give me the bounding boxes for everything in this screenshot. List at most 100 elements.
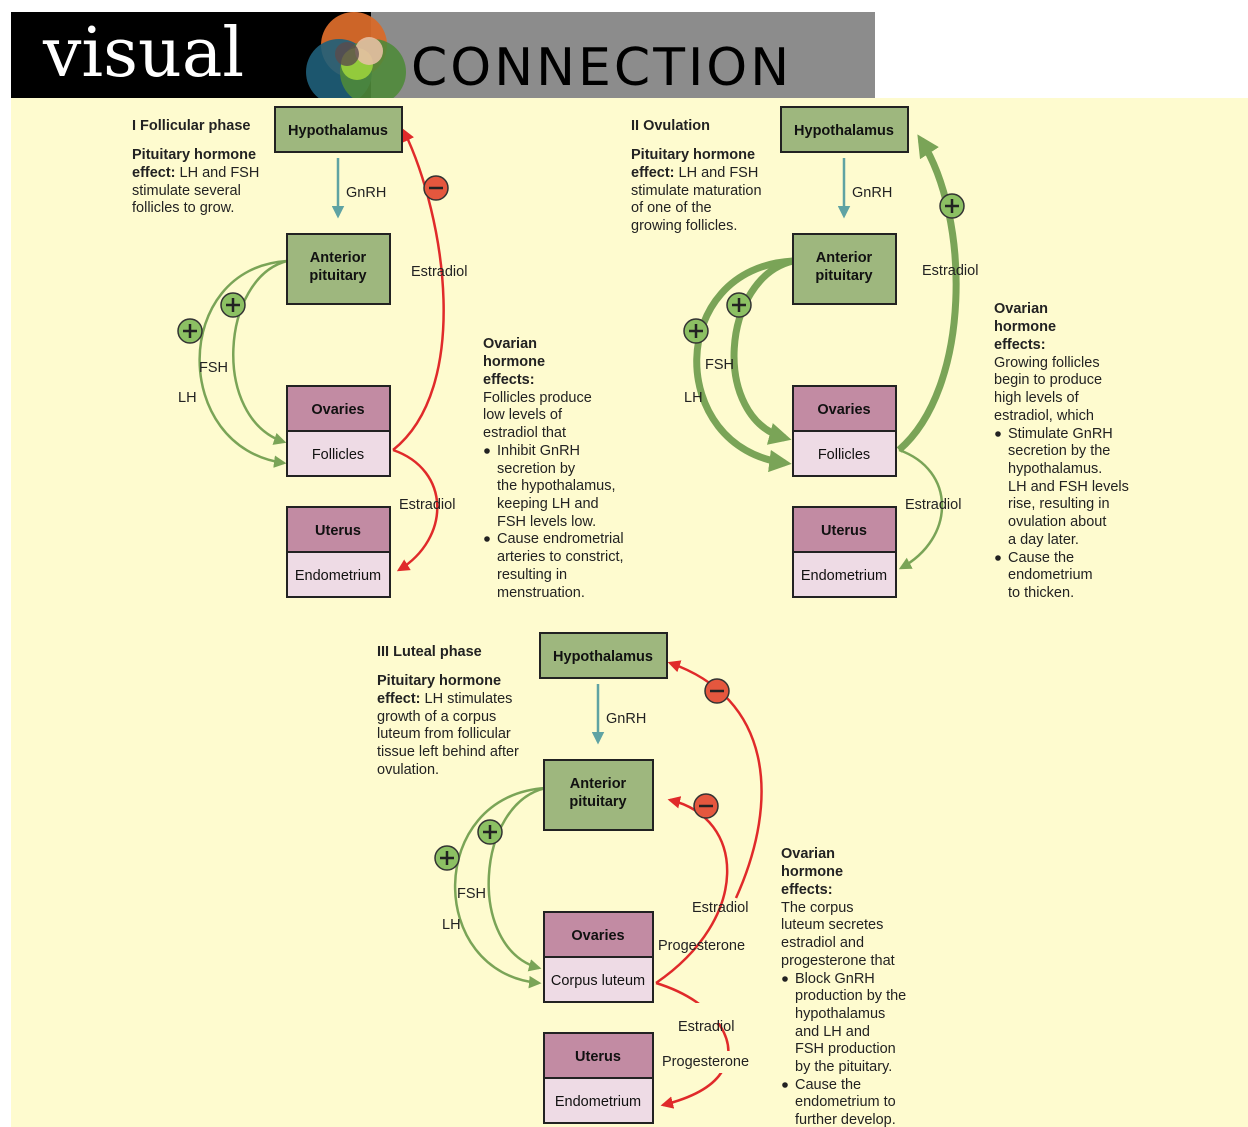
phase2-endometrium-label: Endometrium — [801, 568, 887, 584]
svg-text:Ovarian: Ovarian — [781, 846, 835, 862]
phase1-anterior-label: Anterior — [310, 250, 367, 266]
svg-text:estradiol and: estradiol and — [781, 935, 864, 951]
svg-text:Stimulate GnRH: Stimulate GnRH — [1008, 426, 1113, 442]
phase2-lh-label: LH — [684, 390, 703, 406]
svg-text:low levels of: low levels of — [483, 407, 563, 423]
phase3-progesterone-top-label: Progesterone — [658, 938, 745, 954]
phase1-pit-line2: stimulate several — [132, 183, 241, 199]
phase3-estradiol-top-label: Estradiol — [692, 900, 748, 916]
phase1-estradiol-uterus-arrow — [392, 448, 439, 572]
phase2-estradiol-feedback-arrow — [896, 134, 960, 453]
phase1-title: I Follicular phase — [132, 118, 250, 134]
phase3-uterus-arrow — [655, 981, 730, 1109]
svg-text:to thicken.: to thicken. — [1008, 585, 1074, 601]
phase3-gnrh-label: GnRH — [606, 711, 646, 727]
phase1-hypothalamus-label: Hypothalamus — [288, 123, 388, 139]
phase2-ovarian-effects: Ovarian hormone effects: Growing follicl… — [994, 301, 1129, 601]
svg-text:estradiol that: estradiol that — [483, 425, 566, 441]
phase3-anterior-label: Anterior — [570, 776, 627, 792]
phase1-lh-arrow — [198, 259, 288, 468]
phase1-endometrium-box — [286, 551, 391, 598]
phase1-uterus-label: Uterus — [315, 523, 361, 539]
svg-text:Cause the: Cause the — [795, 1077, 861, 1093]
phase3-corpus-label: Corpus luteum — [551, 973, 645, 989]
phase2-uterus-label: Uterus — [821, 523, 867, 539]
phase1-pit-line3: follicles to grow. — [132, 200, 234, 216]
svg-text:secretion by: secretion by — [497, 461, 576, 477]
svg-text:resulting in: resulting in — [497, 567, 567, 583]
phase3-feedback-hypothalamus-arrow — [667, 660, 763, 899]
phase2-ovaries-box — [792, 385, 897, 432]
svg-text:ovulation about: ovulation about — [1008, 514, 1106, 530]
menstrual-cycle-diagram: I Follicular phase Pituitary hormone eff… — [132, 106, 1129, 1127]
phase1-gnrh-label: GnRH — [346, 185, 386, 201]
svg-text:the hypothalamus,: the hypothalamus, — [497, 478, 616, 494]
phase3-pit-line3: luteum from follicular — [377, 726, 511, 742]
phase-follicular: I Follicular phase Pituitary hormone eff… — [132, 106, 624, 601]
phase3-lh-arrow — [453, 786, 547, 989]
phase1-estradiol-bottom-label: Estradiol — [399, 497, 455, 513]
svg-text:The corpus: The corpus — [781, 900, 854, 916]
svg-text:a day later.: a day later. — [1008, 532, 1079, 548]
diagram-panel: I Follicular phase Pituitary hormone eff… — [11, 98, 1248, 1127]
svg-text:Growing follicles: Growing follicles — [994, 355, 1100, 371]
phase3-ovarian-effects: Ovarian hormone effects: The corpus lute… — [781, 846, 906, 1127]
phase2-uterus-box — [792, 506, 897, 553]
svg-text:arteries to constrict,: arteries to constrict, — [497, 549, 624, 565]
phase3-title: III Luteal phase — [377, 644, 482, 660]
phase3-corpus-luteum-box — [543, 956, 654, 1003]
phase2-lh-arrow — [693, 257, 794, 473]
phase1-estradiol-top-label: Estradiol — [411, 264, 467, 280]
phase3-endometrium-box — [543, 1077, 654, 1124]
phase2-fsh-label: FSH — [705, 357, 734, 373]
phase3-fsh-label: FSH — [457, 886, 486, 902]
phase1-follicles-box — [286, 430, 391, 477]
svg-text:progesterone that: progesterone that — [781, 953, 895, 969]
phase3-progesterone-bottom-label: Progesterone — [662, 1054, 749, 1070]
phase1-fsh-arrow — [232, 259, 288, 445]
phase3-anterior-pituitary-box — [543, 759, 654, 831]
phase1-hypothalamus-box — [274, 106, 403, 153]
phase2-pit-line4: growing follicles. — [631, 218, 737, 234]
phase2-estradiol-uterus-arrow — [898, 448, 944, 570]
svg-text:luteum secretes: luteum secretes — [781, 917, 883, 933]
phase1-ovarian-effects: Ovarian hormone effects: Follicles produ… — [483, 336, 624, 601]
phase3-ovaries-label: Ovaries — [571, 928, 624, 944]
svg-text:keeping LH and: keeping LH and — [497, 496, 599, 512]
svg-text:Inhibit GnRH: Inhibit GnRH — [497, 443, 580, 459]
phase1-endometrium-label: Endometrium — [295, 568, 381, 584]
svg-text:menstruation.: menstruation. — [497, 585, 585, 601]
venn-circles-logo — [306, 12, 406, 105]
svg-text:Ovarian: Ovarian — [483, 336, 537, 352]
svg-text:further develop.: further develop. — [795, 1112, 896, 1127]
svg-text:Block GnRH: Block GnRH — [795, 971, 875, 987]
phase3-feedback-pituitary-arrow — [655, 796, 729, 985]
svg-text:estradiol, which: estradiol, which — [994, 408, 1094, 424]
phase1-fsh-label: FSH — [199, 360, 228, 376]
phase1-lh-label: LH — [178, 390, 197, 406]
phase1-pituitary-label: pituitary — [309, 268, 366, 284]
svg-text:Follicles produce: Follicles produce — [483, 390, 592, 406]
phase1-ovaries-box — [286, 385, 391, 432]
phase2-ovaries-label: Ovaries — [817, 402, 870, 418]
banner-right-panel — [371, 12, 875, 98]
phase3-pit-line5: ovulation. — [377, 762, 439, 778]
svg-text:hormone: hormone — [781, 864, 843, 880]
phase3-estradiol-bottom-label: Estradiol — [678, 1019, 734, 1035]
phase2-follicles-label: Follicles — [818, 447, 870, 463]
phase2-estradiol-bottom-label: Estradiol — [905, 497, 961, 513]
phase3-pit-line1: effect: LH stimulates — [377, 691, 512, 707]
phase2-anterior-pituitary-box — [792, 233, 897, 305]
phase3-lh-label: LH — [442, 917, 461, 933]
svg-text:effects:: effects: — [483, 372, 535, 388]
phase3-hypothalamus-box — [539, 632, 668, 679]
svg-text:secretion by the: secretion by the — [1008, 443, 1110, 459]
phase3-hypothalamus-label: Hypothalamus — [553, 649, 653, 665]
phase2-pit-bold: Pituitary hormone — [631, 147, 755, 163]
svg-text:hypothalamus.: hypothalamus. — [1008, 461, 1102, 477]
phase1-pit-bold: Pituitary hormone — [132, 147, 256, 163]
svg-text:hormone: hormone — [483, 354, 545, 370]
phase3-ovaries-box — [543, 911, 654, 958]
phase2-fsh-arrow — [730, 257, 794, 445]
phase1-pit-line1: effect: LH and FSH — [132, 165, 259, 181]
